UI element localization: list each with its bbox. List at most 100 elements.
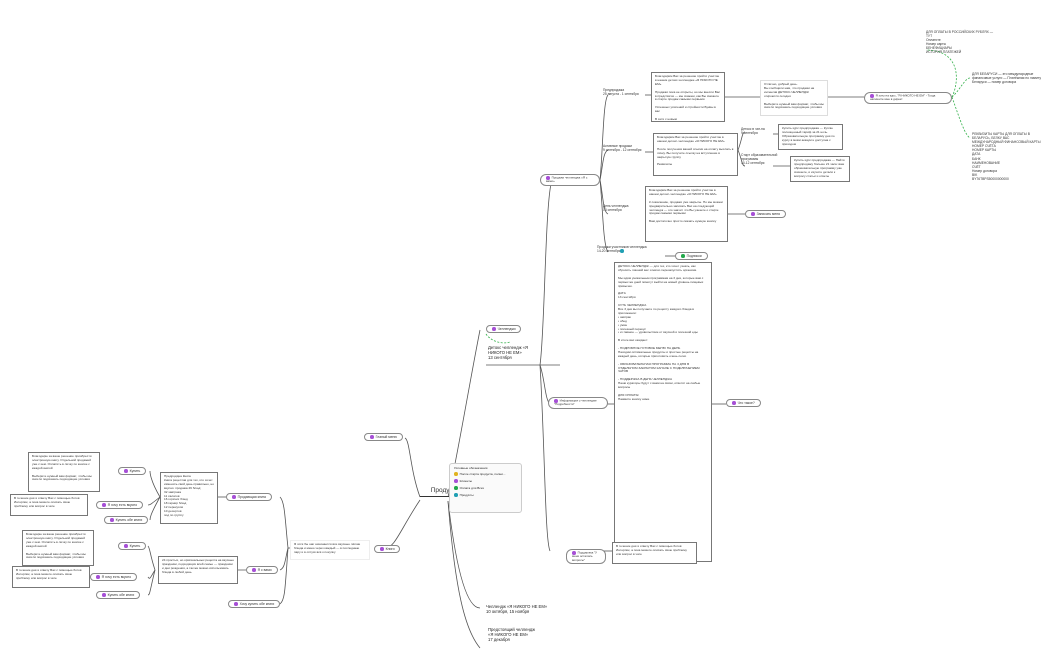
buy-pill-a[interactable]: Купить (118, 467, 147, 476)
legend-label: После старта продукта, полни... (459, 472, 506, 476)
tariff-b-box: Купить курс предпродажа — Найти предпрод… (790, 156, 850, 182)
legend-dot (454, 472, 458, 476)
presale-node[interactable]: Предпродажа 25 августа - 1 сентября (603, 88, 639, 97)
link-buybox-pillb (147, 496, 161, 506)
link-center-lower1 (447, 500, 481, 609)
sign-me-label: Записать меня (756, 212, 780, 216)
left-message-box-a: Благодарю за ваше решение приобрести эле… (28, 452, 100, 492)
link-center-menu (404, 437, 421, 498)
challenges-node[interactable]: Челленджи (486, 325, 522, 334)
purple-dot (554, 399, 558, 403)
challenge-day-node[interactable]: День челленджа 13 сентября (603, 204, 629, 213)
books-label: Книги (385, 547, 395, 551)
link-active-tariffa (737, 131, 746, 151)
left-message-box-c: Благодарю за ваше решение приобрести эле… (22, 530, 94, 566)
both-pill-2-label: Купить обе книги (107, 593, 135, 597)
second-book-node[interactable]: Я с вами (246, 566, 278, 575)
future-challenge-node[interactable]: Предстоящий челлендж «Я НИКОГО НЕ ЕМ» 17… (488, 627, 536, 642)
presale-message-box: Благодарим Вас за решение пройти участие… (651, 72, 725, 122)
buy-pill-c[interactable]: Купить обе книги (104, 516, 149, 525)
want-pill-2[interactable]: Я хочу есть вкусно (90, 573, 138, 582)
central-topic-title: Продукты (430, 487, 461, 494)
buy-pill-2[interactable]: Купить (118, 542, 147, 551)
legend-label: Клиенты (459, 479, 472, 483)
thanks-message-box: Отлично, добрый день. Вы сообщили нам, ч… (760, 80, 828, 116)
tariff-a-box: Купить курс предпродажа — Куплю полноцен… (778, 124, 843, 150)
challenge-day-box: Благодарим Вас за решение пройти участие… (645, 186, 728, 242)
buy-pill-b-label: Я хочу есть вкусно (107, 503, 138, 507)
buy-both-label: Хочу купить обе книги (239, 602, 275, 606)
link-pill-farc (951, 96, 971, 139)
info-label: Информация о челлендже "Подробности" (554, 398, 597, 407)
both-pill-2[interactable]: Купить обе книги (96, 591, 141, 600)
books-intro-box: Я хотя бы шаг начинается все вкусные лёг… (290, 540, 370, 560)
link-detox-help (539, 364, 551, 552)
legend-label: Оплата для Всех (459, 486, 485, 490)
central-underline (420, 496, 476, 498)
link-intro-second (279, 547, 289, 571)
buy-book-node[interactable]: Продающая книга (226, 493, 272, 502)
purple-dot (110, 518, 114, 522)
link-center-books (384, 499, 421, 549)
purple-dot (124, 544, 128, 548)
link-active-tariffb (737, 149, 746, 167)
want-pill-2-label: Я хочу есть вкусно (101, 575, 132, 579)
purple-dot (870, 94, 874, 98)
want-course-pill[interactable]: Я хочу на курс, "Я НИКОГО НЕ ЕМ" - Тогда… (864, 92, 952, 104)
purple-dot (102, 503, 106, 507)
legend-title: Условные обозначения (454, 466, 488, 470)
challenges-label: Челленджи (497, 327, 516, 331)
info-node[interactable]: Информация о челлендже "Подробности" (548, 397, 608, 409)
subscriptions-pill[interactable]: Подписки (675, 252, 708, 261)
legend-item: Оплата для Всех (454, 485, 517, 492)
buy-both-node[interactable]: Хочу купить обе книги (228, 600, 281, 609)
sales-label: Продажи челленджа «Я с вами» (546, 175, 588, 184)
legend-dot (454, 493, 458, 497)
legend-item: После старта продукта, полни... (454, 471, 517, 478)
info-description-box: ДЕТОКС-ЧЕЛЛЕНДЖ — для тех, кто хочет узн… (614, 262, 712, 562)
purple-dot (492, 327, 496, 331)
sign-me-pill[interactable]: Записать меня (745, 210, 786, 219)
link-sales-presale (599, 94, 609, 181)
far-box-requisites: РЕКВИЗИТЫ КАРТЫ ДЛЯ ОПЛАТЫ В БЕЛАРУСЬ, Б… (972, 132, 1041, 182)
buy-pill-c-label: Купить обе книги (115, 518, 143, 522)
buy-pill-2-label: Купить (129, 544, 141, 548)
detox-challenge-node[interactable]: Детокс челлендж «Я НИКОГО НЕ ЕМ» 13 сент… (488, 345, 529, 360)
second-book-box: 24 простых, но оригинальных рецепта на в… (158, 556, 238, 584)
tariff-a-node[interactable]: Детокс в чат-на 9 сентября (741, 127, 765, 136)
purple-dot (252, 568, 256, 572)
link-pill-fara (925, 49, 957, 98)
link-intro-buy (279, 496, 289, 549)
what-is-it-pill[interactable]: Что такое? (726, 399, 761, 408)
far-box-rub: ДЛЯ ОПЛАТЫ В РОССИЙСКИХ РУБЛЯХ — ТУТ Опл… (926, 30, 994, 55)
left-message-box-b: В течение дня я отвечу Вас с помощью бот… (10, 494, 88, 516)
help-message-box: В течение дня я отвечу Вас с помощью бот… (612, 542, 697, 564)
legend-dot (454, 479, 458, 483)
main-menu-node[interactable]: Гланый меню (364, 433, 403, 442)
legend-item: Клиенты (454, 478, 517, 485)
second-pill-label: Я с вами (257, 568, 272, 572)
buy-pill-b[interactable]: Я хочу есть вкусно (96, 501, 144, 510)
challenge-group-node[interactable]: Челлендж «Я НИКОГО НЕ ЕМ» 10 октября, 15… (486, 604, 548, 614)
link-detox-sales (539, 179, 553, 366)
purple-dot (370, 435, 374, 439)
want-course-label: Я хочу на курс, "Я НИКОГО НЕ ЕМ" - Тогда… (870, 93, 936, 102)
purple-dot (546, 176, 550, 180)
active-sales-node[interactable]: Активные продажи 9 сентября - 12 сентябр… (603, 144, 642, 153)
left-message-box-d: В течение дня я отвечу Вас с помощью бот… (12, 566, 90, 588)
open-sales-node[interactable]: Продажи участников челленджа 14-20 сентя… (597, 245, 647, 254)
sales-node[interactable]: Продажи челленджа «Я с вами» (540, 174, 600, 186)
teal-dot (620, 249, 625, 254)
link-secondbox-pillwant (147, 569, 156, 579)
tariff-b-node[interactable]: Старт образовательной программы 10-12 се… (741, 153, 778, 166)
help-node[interactable]: Поддержка "У меня остались вопросы" (566, 549, 606, 565)
legend-item: Продукты (454, 492, 517, 499)
link-buybox-pills (149, 470, 161, 498)
books-node[interactable]: Книги (374, 545, 401, 554)
legend-label: Продукты (459, 493, 474, 497)
purple-dot (751, 212, 755, 216)
buy-book-box: Предрцидна Книга Книга рецептов для тех,… (160, 472, 218, 524)
purple-dot (102, 593, 106, 597)
green-dot (681, 254, 685, 258)
